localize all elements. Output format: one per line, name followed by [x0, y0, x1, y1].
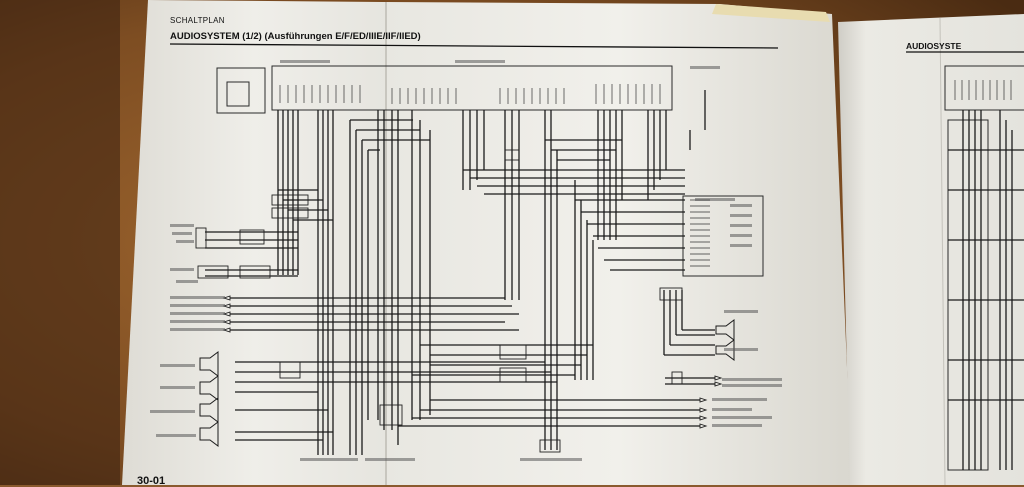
right-page: [386, 2, 852, 485]
connector-blocks: [195, 149, 683, 453]
right-page-title: AUDIOSYSTE: [906, 41, 962, 51]
next-page: [838, 14, 1024, 485]
speaker-symbols: [199, 319, 735, 447]
section-heading: SCHALTPLAN: [170, 16, 225, 25]
top-label-strip: [712, 4, 830, 22]
horizontal-wires: [205, 119, 1024, 441]
connector-pin-ticks: [279, 80, 1012, 267]
terminal-markers: [222, 295, 723, 429]
fine-print-labels: [150, 60, 782, 461]
left-page: [122, 0, 386, 485]
dark-table-corner: [0, 0, 120, 485]
title-rule: [169, 43, 779, 49]
page-number: 30-01: [137, 475, 166, 487]
next-page-fold: [939, 17, 946, 485]
diagram-title: AUDIOSYSTEM (1/2) (Ausführungen E/F/ED/I…: [170, 31, 421, 42]
